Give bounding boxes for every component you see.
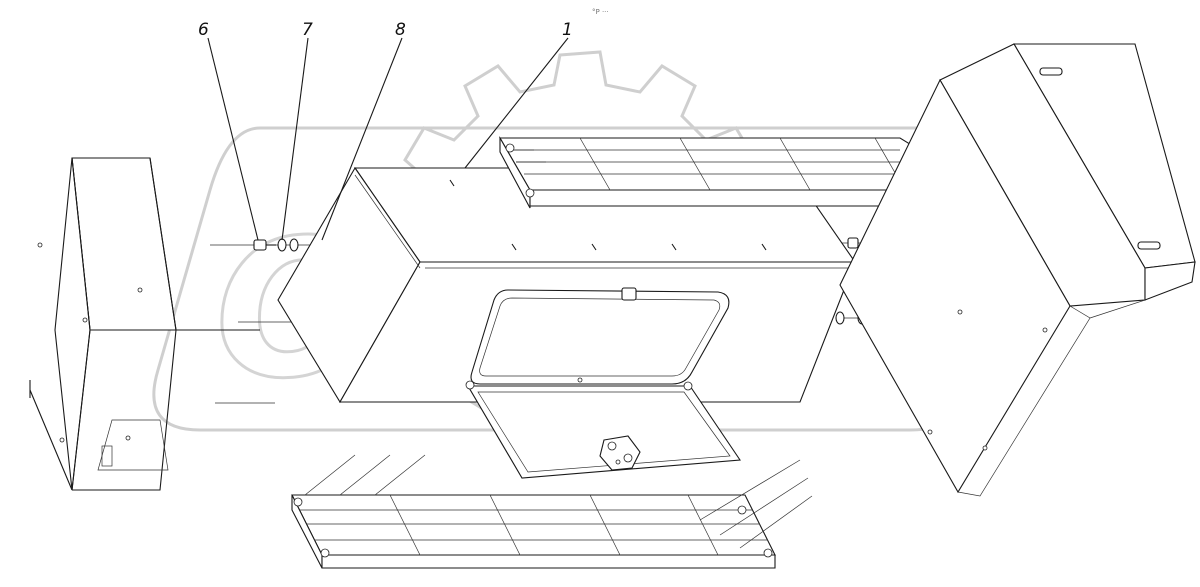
callout-1: 1 [562,20,573,40]
callout-6: 6 [198,20,209,40]
fender-slot-top [1039,67,1063,76]
lid-latch [599,435,641,471]
bottom-ladder-rungs [389,494,719,556]
box-lid [465,287,741,479]
lid-hinge-top [621,287,637,301]
box-slots [449,179,767,251]
bottom-explode-lines [304,454,813,549]
callout-leaders [207,37,569,241]
header-mark: °P ··· [592,8,609,16]
callout-7: 7 [302,20,313,40]
right-fender-panel [839,43,1196,497]
bottom-step-ladder [291,494,776,569]
left-side-cover [29,157,260,491]
callout-8: 8 [395,20,406,40]
fender-slot-bottom [1137,241,1161,250]
